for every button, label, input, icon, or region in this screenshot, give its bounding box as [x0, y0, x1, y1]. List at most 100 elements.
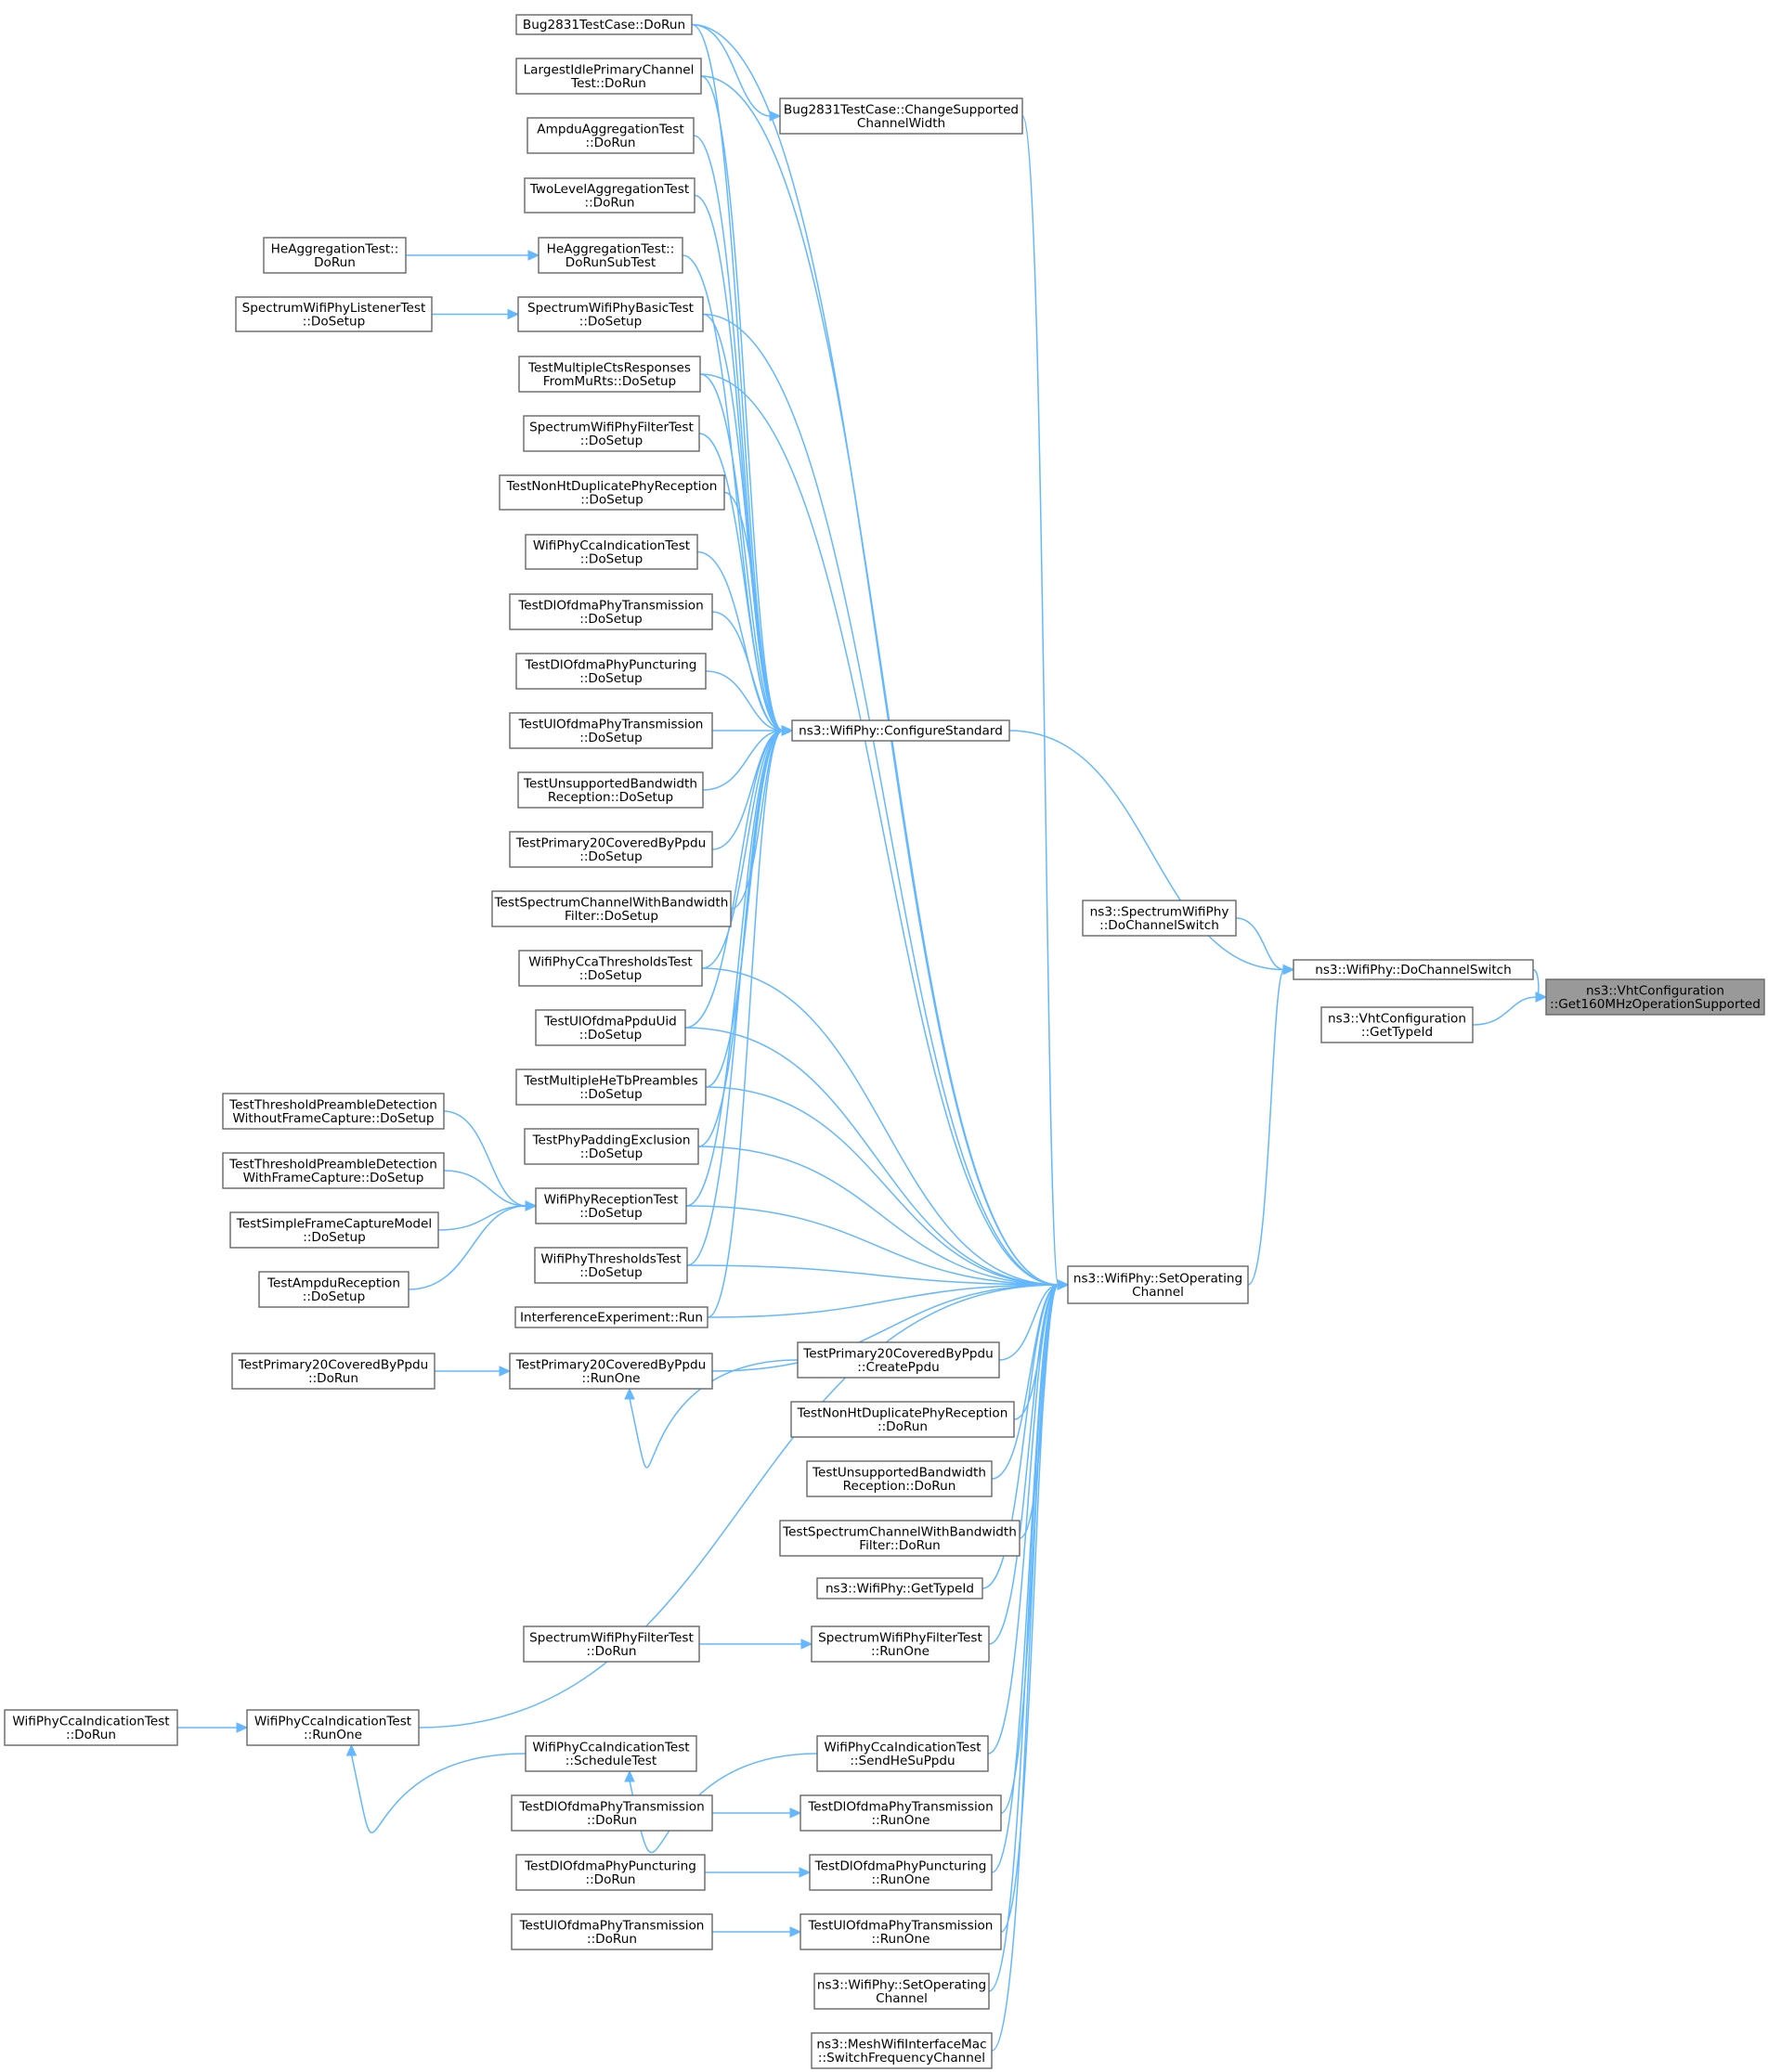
node-label-line: FromMuRts::DoSetup [543, 374, 676, 389]
node-label-line: ::DoSetup [579, 314, 643, 329]
call-edge [694, 194, 794, 736]
graph-node[interactable]: TestPrimary20CoveredByPpdu::CreatePpdu [797, 1341, 1000, 1379]
node-label-line: ::RunOne [872, 1932, 930, 1947]
node-label-line: Filter::DoRun [859, 1538, 940, 1553]
node-box [779, 97, 1023, 135]
graph-node[interactable]: TestNonHtDuplicatePhyReception::DoRun [790, 1401, 1015, 1438]
node-label-line: ::SendHeSuPpdu [850, 1754, 955, 1768]
graph-node[interactable]: TestUlOfdmaPhyTransmission::RunOne [800, 1913, 1002, 1950]
graph-node[interactable]: TwoLevelAggregationTest::DoRun [524, 177, 696, 214]
graph-node[interactable]: SpectrumWifiPhyBasicTest::DoSetup [517, 296, 704, 332]
graph-node[interactable]: ns3::WifiPhy::DoChannelSwitch [1293, 959, 1534, 980]
graph-node[interactable]: TestThresholdPreambleDetectionWithFrameC… [222, 1152, 445, 1189]
call-edge [991, 1279, 1070, 1480]
graph-node[interactable]: WifiPhyCcaIndicationTest::ScheduleTest [525, 1735, 697, 1772]
graph-node[interactable]: WifiPhyThresholdsTest::DoSetup [534, 1247, 688, 1284]
graph-node[interactable]: TestDlOfdmaPhyPuncturing::DoSetup [515, 653, 707, 690]
node-label-line: ::DoSetup [580, 551, 644, 566]
graph-node[interactable]: ns3::MeshWifiInterfaceMac::SwitchFrequen… [811, 2032, 993, 2069]
graph-node[interactable]: TestPhyPaddingExclusion::DoSetup [524, 1128, 699, 1165]
graph-node[interactable]: WifiPhyCcaIndicationTest::SendHeSuPpdu [816, 1735, 989, 1772]
graph-node[interactable]: TestMultipleCtsResponsesFromMuRts::DoSet… [518, 356, 701, 393]
node-label-line: ::DoSetup [579, 849, 643, 864]
graph-node[interactable]: ns3::WifiPhy::GetTypeId [816, 1577, 983, 1599]
node-box [523, 415, 700, 452]
call-edge [700, 75, 1070, 1290]
node-box [509, 1353, 713, 1390]
graph-node[interactable]: WifiPhyCcaThresholdsTest::DoSetup [518, 950, 703, 987]
graph-node[interactable]: TestUlOfdmaPpduUid::DoSetup [535, 1009, 686, 1046]
node-label-line: TestThresholdPreambleDetection [228, 1097, 437, 1112]
arrowhead-icon [799, 1867, 812, 1878]
graph-node[interactable]: TestSpectrumChannelWithBandwidthFilter::… [779, 1520, 1020, 1557]
node-label-line: ::DoSetup [303, 1289, 366, 1304]
node-label-line: TestPhyPaddingExclusion [532, 1133, 691, 1147]
graph-node[interactable]: ns3::SpectrumWifiPhy::DoChannelSwitch [1082, 900, 1237, 937]
graph-node[interactable]: HeAggregationTest::DoRun [263, 237, 407, 274]
node-label-line: ::SwitchFrequencyChannel [818, 2051, 985, 2066]
graph-node[interactable]: SpectrumWifiPhyFilterTest::DoRun [523, 1625, 700, 1663]
graph-node[interactable]: SpectrumWifiPhyListenerTest::DoSetup [235, 296, 433, 332]
graph-node[interactable]: TestPrimary20CoveredByPpdu::DoSetup [509, 831, 713, 868]
call-edge [1247, 964, 1295, 1286]
graph-node[interactable]: TestPrimary20CoveredByPpdu::DoRun [231, 1353, 436, 1390]
graph-node[interactable]: TestNonHtDuplicatePhyReception::DoSetup [499, 474, 725, 511]
graph-node[interactable]: SpectrumWifiPhyFilterTest::DoSetup [523, 415, 700, 452]
graph-node[interactable]: TestDlOfdmaPhyPuncturing::DoRun [515, 1854, 706, 1891]
node-label-line: TestThresholdPreambleDetection [228, 1157, 437, 1172]
node-box [809, 1854, 993, 1891]
graph-node[interactable]: WifiPhyCcaIndicationTest::DoSetup [525, 534, 698, 570]
call-edge [712, 1807, 802, 1819]
node-box [800, 1794, 1002, 1832]
node-label-line: ns3::SpectrumWifiPhy [1090, 904, 1229, 919]
node-label-line: TestNonHtDuplicatePhyReception [506, 479, 718, 494]
node-label-line: TestSpectrumChannelWithBandwidth [782, 1524, 1017, 1539]
call-edge [345, 1743, 526, 1833]
graph-node[interactable]: AmpduAggregationTest::DoRun [526, 117, 695, 154]
graph-node[interactable]: TestAmpduReception::DoSetup [258, 1271, 410, 1308]
graph-node[interactable]: TestUnsupportedBandwidthReception::DoSet… [517, 771, 704, 809]
graph-node[interactable]: TestThresholdPreambleDetectionWithoutFra… [222, 1093, 445, 1130]
graph-node[interactable]: TestSimpleFrameCaptureModel::DoSetup [229, 1211, 439, 1249]
graph-node[interactable]: TestDlOfdmaPhyTransmission::RunOne [800, 1794, 1002, 1832]
graph-node[interactable]: TestPrimary20CoveredByPpdu::RunOne [509, 1353, 713, 1390]
node-label-line: TestDlOfdmaPhyTransmission [518, 1799, 704, 1814]
graph-node[interactable]: TestMultipleHeTbPreambles::DoSetup [515, 1068, 707, 1106]
graph-node[interactable]: ns3::WifiPhy::ConfigureStandard [791, 719, 1010, 742]
graph-node[interactable]: ns3::VhtConfiguration::GetTypeId [1320, 1006, 1474, 1043]
graph-node[interactable]: TestUlOfdmaPhyTransmission::DoRun [511, 1913, 713, 1950]
arrowhead-icon [527, 250, 540, 261]
node-label-line: ::DoSetup [579, 731, 643, 745]
graph-node[interactable]: InterferenceExperiment::Run [514, 1306, 708, 1328]
arrowhead-icon [789, 1807, 802, 1819]
graph-node[interactable]: WifiPhyCcaIndicationTest::DoRun [4, 1709, 178, 1746]
node-box [229, 1211, 439, 1249]
graph-node[interactable]: WifiPhyReceptionTest::DoSetup [535, 1187, 687, 1224]
graph-node[interactable]: SpectrumWifiPhyFilterTest::RunOne [811, 1625, 990, 1663]
graph-node[interactable]: TestDlOfdmaPhyPuncturing::RunOne [809, 1854, 993, 1891]
graph-node[interactable]: TestUlOfdmaPhyTransmission::DoSetup [509, 712, 713, 749]
graph-node[interactable]: TestSpectrumChannelWithBandwidthFilter::… [491, 890, 732, 927]
graph-node[interactable]: TestDlOfdmaPhyTransmission::DoRun [511, 1794, 713, 1832]
node-box [263, 237, 407, 274]
node-label-line: ::DoRun [587, 1932, 637, 1947]
node-label-line: ::DoSetup [303, 314, 366, 329]
node-label-line: TestDlOfdmaPhyTransmission [517, 598, 703, 613]
graph-node[interactable]: Bug2831TestCase::DoRun [515, 14, 693, 35]
arrowhead-icon [525, 1200, 538, 1211]
graph-node[interactable]: Bug2831TestCase::ChangeSupportedChannelW… [779, 97, 1023, 135]
focus-node[interactable]: ns3::VhtConfiguration::Get160MHzOperatio… [1545, 978, 1765, 1016]
node-label-line: TestMultipleHeTbPreambles [523, 1073, 697, 1088]
node-label-line: ::DoChannelSwitch [1099, 918, 1219, 933]
graph-node[interactable]: WifiPhyCcaIndicationTest::RunOne [246, 1709, 420, 1746]
node-box [797, 1341, 1000, 1379]
node-box [499, 474, 725, 511]
call-edge [705, 1867, 812, 1878]
graph-node[interactable]: TestDlOfdmaPhyTransmission::DoSetup [509, 593, 713, 630]
graph-node[interactable]: HeAggregationTest::DoRunSubTest [538, 237, 683, 274]
node-label-line: TestPrimary20CoveredByPpdu [515, 1357, 707, 1372]
